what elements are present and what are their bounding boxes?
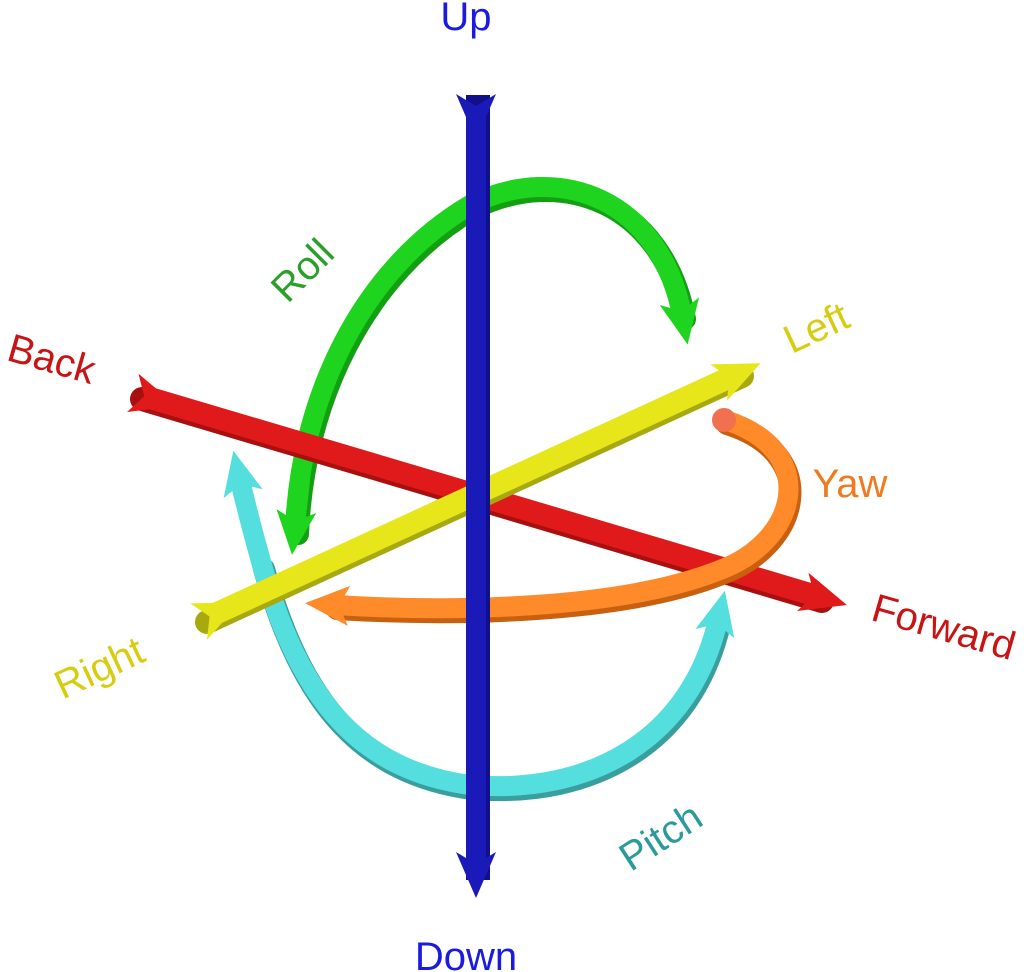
yaw-arrow-shaft (305, 410, 799, 626)
yaw-arrow (305, 408, 802, 626)
label-up: Up (440, 0, 491, 39)
label-back: Back (3, 326, 102, 393)
label-yaw: Yaw (813, 462, 888, 506)
pitch-arrow-tail (223, 450, 272, 575)
label-left: Left (777, 294, 856, 362)
vertical-axis (456, 94, 496, 898)
roll-arrow-tail (276, 470, 317, 555)
yaw-arrow-start-cap (712, 408, 736, 432)
label-roll: Roll (263, 231, 343, 311)
label-forward: Forward (867, 586, 1020, 669)
label-right: Right (48, 629, 151, 708)
label-pitch: Pitch (612, 794, 711, 879)
label-down: Down (415, 935, 517, 972)
